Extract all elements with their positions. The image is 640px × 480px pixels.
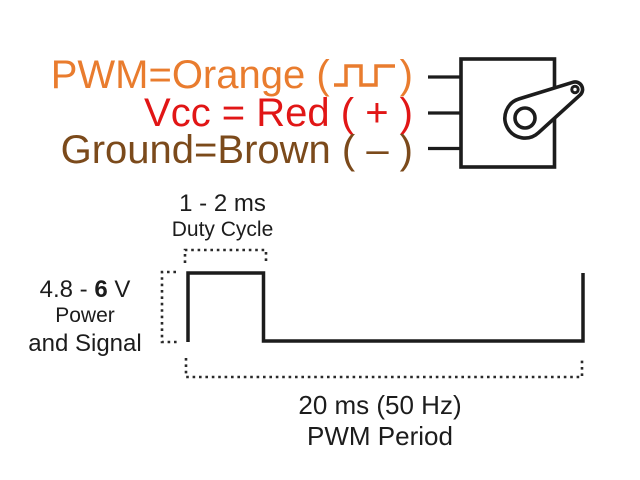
servo-horn-tip-hole <box>570 84 580 95</box>
duty-cycle-value: 1 - 2 ms <box>179 190 266 217</box>
servo-horn-hub-hole <box>513 106 537 130</box>
ground-legend-row: Ground=Brown ( – ) <box>0 130 413 170</box>
servo-wire-lines <box>428 75 461 151</box>
voltage-prefix: 4.8 - <box>39 276 95 303</box>
square-wave-icon <box>333 64 395 87</box>
pwm-label-prefix: PWM=Orange ( <box>50 53 330 97</box>
pwm-period-label: PWM Period <box>307 421 453 451</box>
pwm-label-suffix: ) <box>399 53 413 97</box>
duty-cycle-bracket <box>183 248 268 263</box>
voltage-signal-label: and Signal <box>28 330 142 357</box>
voltage-suffix: V <box>107 276 131 303</box>
vcc-label: Vcc = Red ( + ) <box>144 91 413 135</box>
pwm-waveform <box>160 248 585 379</box>
period-bracket <box>184 358 584 379</box>
voltage-bracket <box>160 270 178 344</box>
duty-cycle-label: Duty Cycle <box>171 218 274 241</box>
vcc-legend-row: Vcc = Red ( + ) <box>0 93 413 133</box>
voltage-range-label: 4.8 - 6 V <box>5 276 165 304</box>
servo-icon <box>428 57 585 169</box>
voltage-bold-digit: 6 <box>94 276 108 303</box>
pulse-trace <box>186 271 585 343</box>
pwm-legend-row: PWM=Orange ( ) <box>0 55 413 95</box>
voltage-power-label: Power <box>55 304 115 327</box>
ground-label: Ground=Brown ( – ) <box>60 128 413 172</box>
pwm-period-value: 20 ms (50 Hz) <box>298 390 462 420</box>
